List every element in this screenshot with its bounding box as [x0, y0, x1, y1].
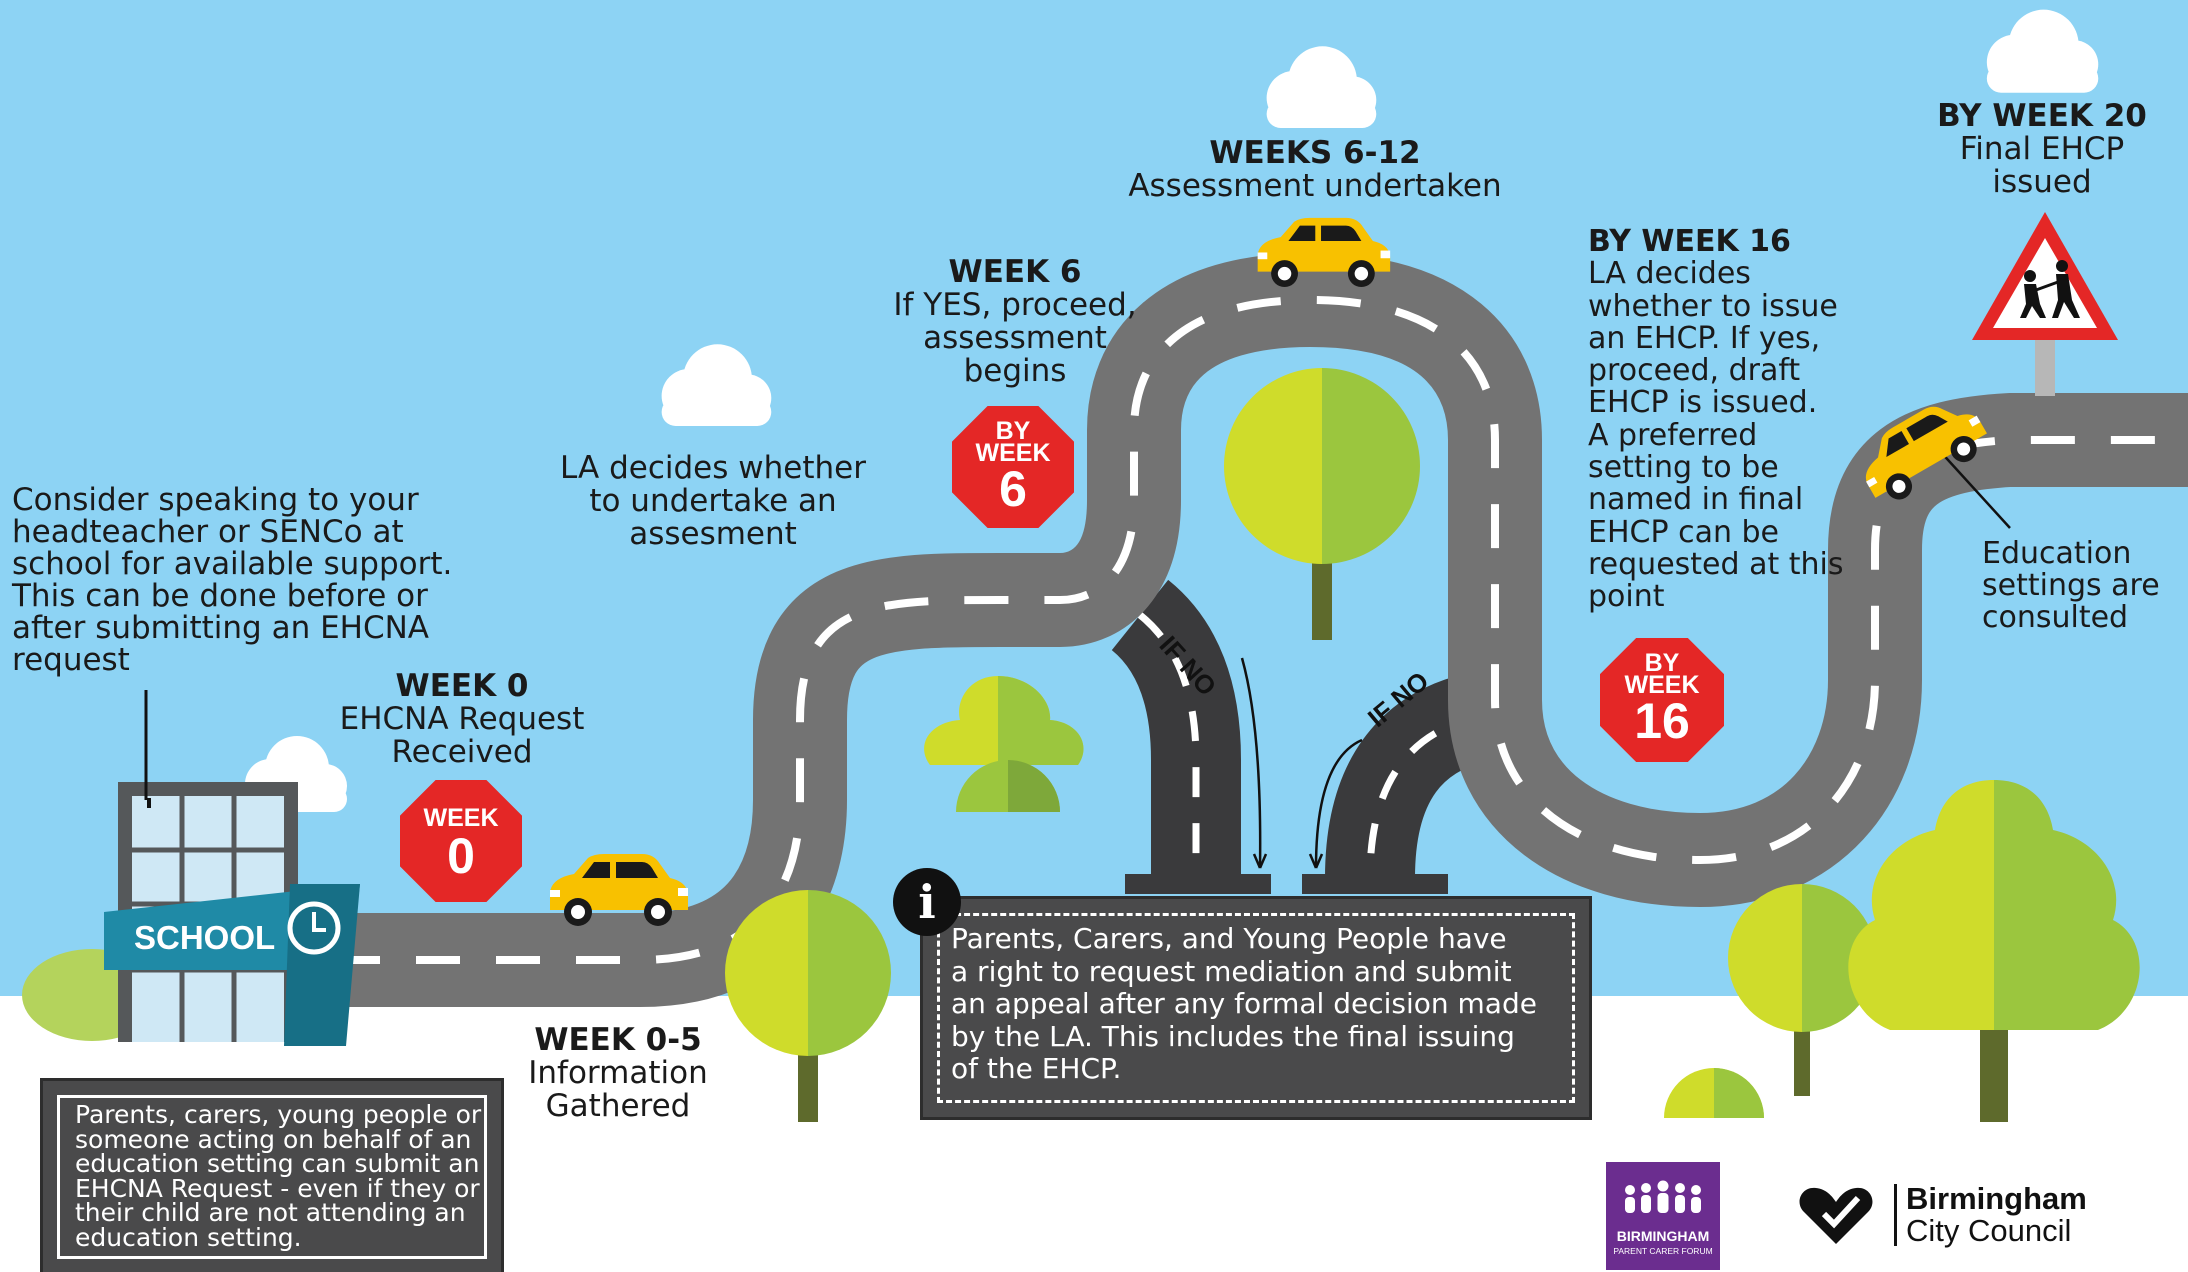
council-logo-line1: Birmingham: [1906, 1181, 2087, 1216]
rights-text: Parents, Carers, and Young People have a…: [951, 922, 1537, 1085]
milestone-consulted: Education settings are consulted: [1982, 538, 2182, 634]
tree-right-large: [1848, 780, 2140, 1122]
stop-sign-label-week0: WEEK 0: [400, 804, 522, 884]
stop-sign-label-week16: BY WEEK 16: [1600, 649, 1724, 749]
bush-cloud: [924, 676, 1084, 812]
bush-small-right: [1664, 1068, 1764, 1118]
milestone-week16: BY WEEK 16 LA decides whether to issue a…: [1588, 224, 1878, 615]
tree-road-side: [725, 890, 891, 1122]
milestone-body: Information Gathered: [528, 1055, 708, 1124]
milestone-heading: BY WEEK 20: [1937, 98, 2147, 134]
note-box: Parents, carers, young people or someone…: [40, 1078, 504, 1272]
milestone-body: Assessment undertaken: [1128, 168, 1502, 204]
children-crossing-sign: [1972, 212, 2118, 396]
heart-icon: [1799, 1187, 1873, 1244]
milestone-heading: WEEKS 6-12: [1209, 135, 1421, 171]
stop-sign-number: 0: [447, 828, 475, 884]
milestone-body: Final EHCP issued: [1959, 131, 2125, 200]
school-label: SCHOOL: [134, 919, 276, 956]
milestone-body: If YES, proceed, assessment begins: [893, 287, 1137, 389]
stop-sign-label-week6: BY WEEK 6: [952, 417, 1074, 517]
milestone-la-decides: LA decides whether to undertake an asses…: [548, 452, 878, 551]
milestone-body: LA decides whether to undertake an asses…: [560, 450, 866, 552]
council-logo-line2: City Council: [1906, 1213, 2072, 1248]
forum-logo-line2: PARENT CARER FORUM: [1613, 1246, 1713, 1256]
stop-sign-top: BY WEEK: [975, 417, 1051, 467]
stop-sign-number: 6: [999, 461, 1027, 517]
tree-centre-top: [1224, 368, 1420, 640]
school-building: [104, 782, 360, 1046]
milestone-week0: WEEK 0 EHCNA Request Received: [322, 670, 602, 769]
milestone-body: EHCNA Request Received: [339, 701, 585, 770]
ifno-pointer-2: [1314, 738, 1363, 869]
milestone-body: Education settings are consulted: [1982, 536, 2160, 635]
milestone-heading: WEEK 0-5: [534, 1022, 702, 1058]
parent-carer-forum-logo: BIRMINGHAM PARENT CARER FORUM: [1606, 1162, 1720, 1270]
milestone-week0-5: WEEK 0-5 Information Gathered: [508, 1024, 728, 1123]
branch-lane-1: [1137, 612, 1200, 878]
clock-icon: [287, 901, 341, 955]
ifno-pointer-1: [1240, 657, 1262, 869]
milestone-weeks-6-12: WEEKS 6-12 Assessment undertaken: [1110, 137, 1520, 203]
milestone-heading: BY WEEK 16: [1588, 224, 1791, 259]
stop-sign-number: 16: [1634, 693, 1690, 749]
milestone-heading: WEEK 6: [948, 254, 1082, 290]
people-icon: [1625, 1180, 1701, 1213]
rights-box: Parents, Carers, and Young People have a…: [920, 896, 1592, 1120]
forum-logo-line1: BIRMINGHAM: [1616, 1228, 1710, 1244]
info-icon: i: [893, 868, 961, 936]
note-text: Parents, carers, young people or someone…: [75, 1100, 482, 1252]
main-road-lane-marks: [336, 295, 2188, 964]
stop-sign-top: WEEK: [423, 804, 499, 832]
milestone-heading: WEEK 0: [395, 668, 529, 704]
intro-text: Consider speaking to your headteacher or…: [12, 482, 453, 678]
stop-sign-top: BY WEEK: [1624, 649, 1700, 699]
branch-base-2: [1302, 874, 1448, 894]
city-council-logo: Birmingham City Council: [1798, 1180, 2098, 1250]
milestone-week6: WEEK 6 If YES, proceed, assessment begin…: [870, 256, 1160, 388]
milestone-week20: BY WEEK 20 Final EHCP issued: [1930, 100, 2154, 199]
milestone-body: LA decides whether to issue an EHCP. If …: [1588, 256, 1844, 615]
branch-base-1: [1125, 874, 1271, 894]
